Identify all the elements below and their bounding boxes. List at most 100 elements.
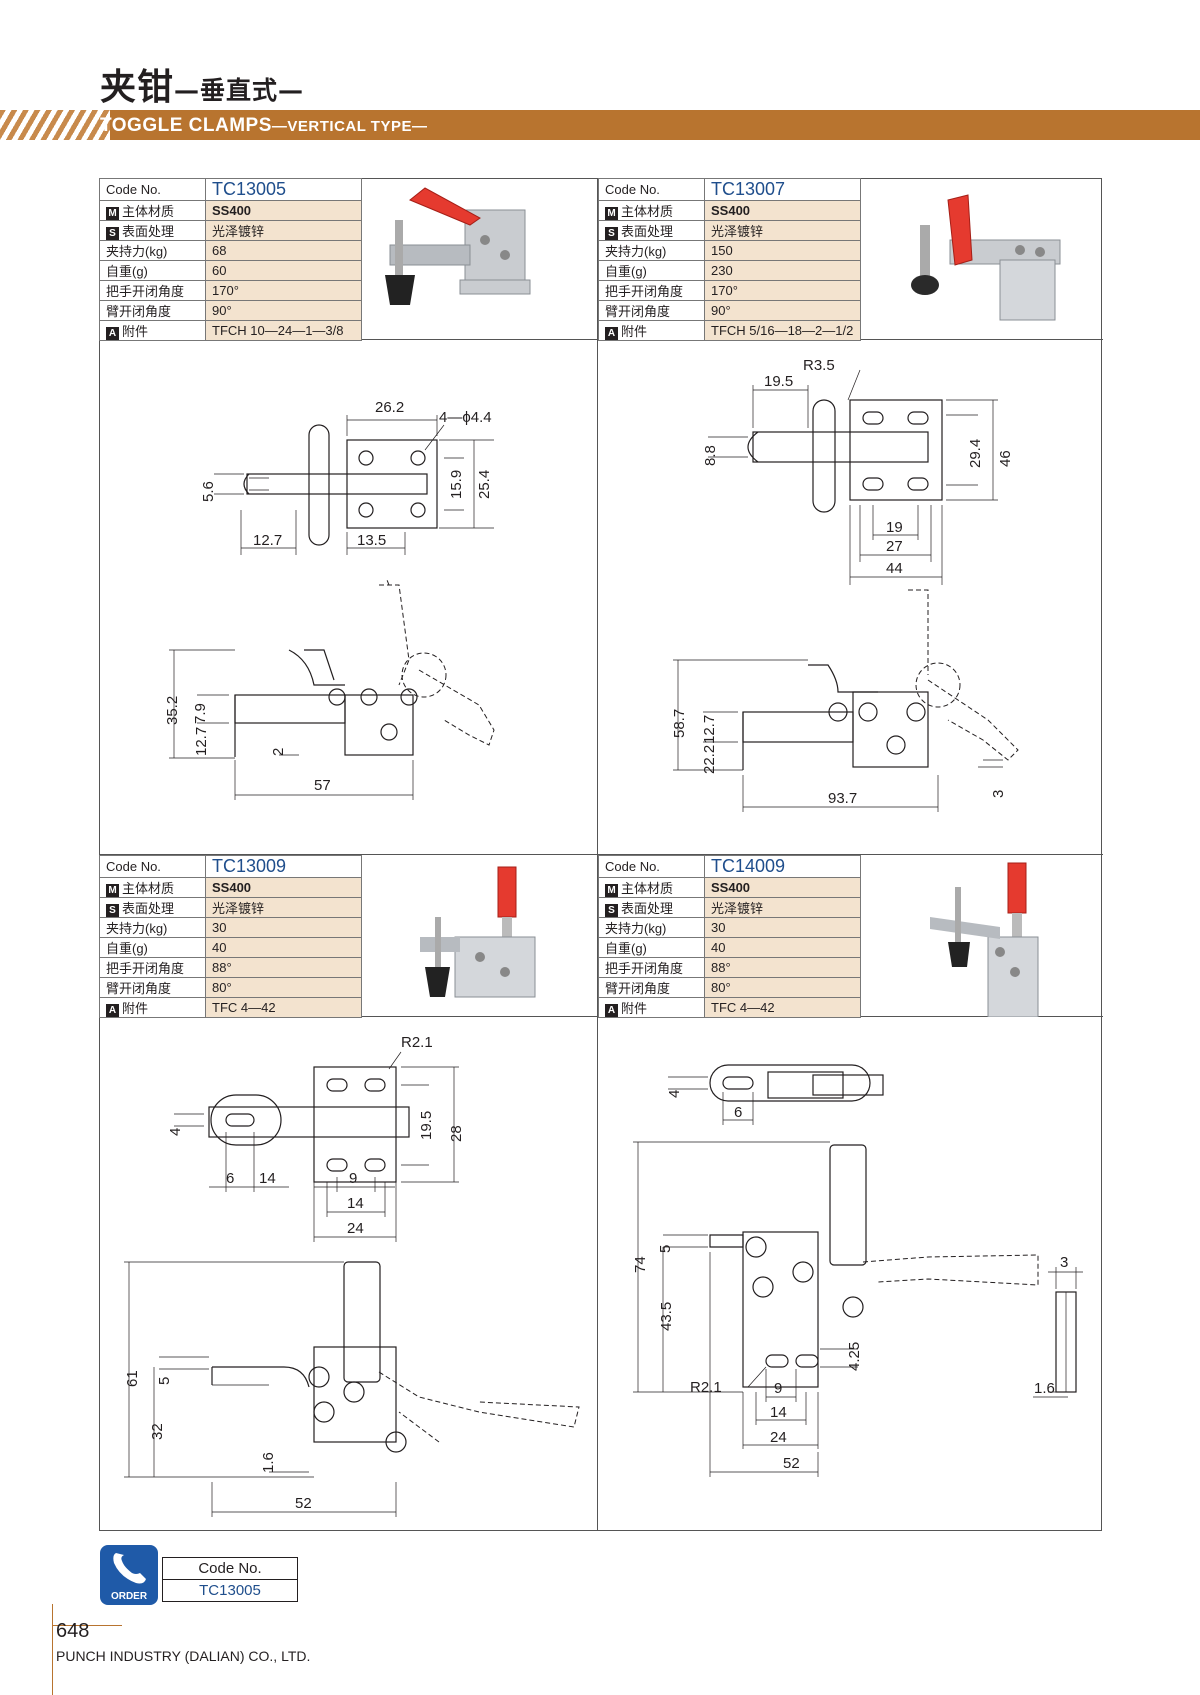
dim-label: 28 xyxy=(448,1125,465,1142)
dim-label: 58.7 xyxy=(671,709,688,738)
spec-value: 光泽镀锌 xyxy=(704,220,861,241)
spec-label: 把手开闭角度 xyxy=(99,280,206,301)
dim-label: 43.5 xyxy=(658,1302,675,1331)
dim-label: 3 xyxy=(1060,1254,1068,1271)
header-bar xyxy=(0,110,1200,140)
spec-label: 夹持力(kg) xyxy=(99,917,206,938)
spec-value: 150 xyxy=(704,240,861,261)
product-photo-tc13009 xyxy=(420,866,536,998)
surface-badge: S xyxy=(106,904,119,917)
product-photo-tc13007 xyxy=(911,194,1061,321)
dim-label: R2.1 xyxy=(690,1379,722,1396)
accessory-badge: A xyxy=(605,1004,618,1017)
dim-label: 52 xyxy=(295,1495,312,1512)
spec-value: 170° xyxy=(704,280,861,301)
dim-label: 4.25 xyxy=(846,1342,863,1371)
dim-label: 14 xyxy=(347,1195,364,1212)
spec-code: TC13005 xyxy=(205,178,362,201)
spec-label: 臂开闭角度 xyxy=(99,300,206,321)
spec-code: TC13009 xyxy=(205,855,362,878)
row-sep-2 xyxy=(99,854,1103,855)
spec-label: Code No. xyxy=(598,178,705,201)
spec-label: 臂开闭角度 xyxy=(99,977,206,998)
spec-label: 表面处理 xyxy=(621,224,674,239)
spec-label: 主体材质 xyxy=(621,881,674,896)
spec-value: 30 xyxy=(205,917,362,938)
surface-badge: S xyxy=(605,227,618,240)
title-en-sub: —VERTICAL TYPE— xyxy=(271,118,428,135)
dim-label: 15.9 xyxy=(448,470,465,499)
spec-label: 附件 xyxy=(122,324,149,339)
surface-badge: S xyxy=(106,227,119,240)
dim-label: 9 xyxy=(349,1170,357,1187)
spec-value: SS400 xyxy=(205,200,362,221)
dim-label: R2.1 xyxy=(401,1034,433,1051)
spec-label: 自重(g) xyxy=(99,937,206,958)
spec-label: 表面处理 xyxy=(122,224,175,239)
dim-label: 14 xyxy=(259,1170,276,1187)
material-badge: M xyxy=(605,884,618,897)
dim-label: 57 xyxy=(314,777,331,794)
spec-label: 表面处理 xyxy=(122,901,175,916)
dim-label: 12.7 xyxy=(253,532,282,549)
material-badge: M xyxy=(106,207,119,220)
spec-value: SS400 xyxy=(205,877,362,898)
accessory-badge: A xyxy=(106,1004,119,1017)
spec-value: 80° xyxy=(704,977,861,998)
dim-label: 35.2 xyxy=(164,696,181,725)
dim-label: 74 xyxy=(632,1256,649,1273)
title-en-main: TOGGLE CLAMPS xyxy=(100,115,272,136)
dim-label: 7.9 xyxy=(192,703,209,724)
surface-badge: S xyxy=(605,904,618,917)
dim-label: 27 xyxy=(886,538,903,555)
spec-value: 170° xyxy=(205,280,362,301)
accessory-badge: A xyxy=(605,327,618,340)
spec-value: TFCH 10—24—1—3/8 xyxy=(205,320,362,341)
drawing-tc13009: R2.1 4 19.5 28 6 14 9 14 24 61 5 32 1.6 … xyxy=(124,1034,580,1517)
dim-label: 8.8 xyxy=(702,445,719,466)
spec-value: 80° xyxy=(205,977,362,998)
order-header: Code No. xyxy=(162,1557,298,1580)
spec-label: 自重(g) xyxy=(99,260,206,281)
dim-label: 6 xyxy=(226,1170,234,1187)
spec-label: 附件 xyxy=(122,1001,149,1016)
spec-label: 夹持力(kg) xyxy=(598,917,705,938)
product-photo-tc14009 xyxy=(930,862,1039,1017)
dim-label: 9 xyxy=(774,1380,782,1397)
spec-label: 主体材质 xyxy=(122,881,175,896)
spec-label: 把手开闭角度 xyxy=(598,280,705,301)
spec-value: 230 xyxy=(704,260,861,281)
spec-label: 夹持力(kg) xyxy=(99,240,206,261)
spec-label: Code No. xyxy=(99,178,206,201)
header-band xyxy=(70,110,1200,140)
dim-label: 5.6 xyxy=(200,481,217,502)
spec-label: 自重(g) xyxy=(598,260,705,281)
spec-value: 68 xyxy=(205,240,362,261)
dim-label: 2 xyxy=(270,748,287,756)
spec-value: 40 xyxy=(205,937,362,958)
spec-value: 30 xyxy=(704,917,861,938)
accessory-badge: A xyxy=(106,327,119,340)
dim-label: 24 xyxy=(347,1220,364,1237)
spec-value: TFC 4—42 xyxy=(205,997,362,1018)
page-number: 648 xyxy=(56,1620,90,1642)
spec-label: 表面处理 xyxy=(621,901,674,916)
dim-label: 32 xyxy=(149,1423,166,1440)
dim-label: 25.4 xyxy=(476,470,493,499)
spec-label: 把手开闭角度 xyxy=(598,957,705,978)
dim-label: 26.2 xyxy=(375,399,404,416)
company-name: PUNCH INDUSTRY (DALIAN) CO., LTD. xyxy=(56,1648,311,1664)
spec-label: 自重(g) xyxy=(598,937,705,958)
footer-line-vertical xyxy=(52,1604,53,1695)
spec-value: 60 xyxy=(205,260,362,281)
spec-code: TC14009 xyxy=(704,855,861,878)
spec-label: 主体材质 xyxy=(122,204,175,219)
header-stripes xyxy=(0,110,110,140)
order-phone-icon[interactable]: ORDER xyxy=(100,1545,158,1605)
dim-label: 29.4 xyxy=(967,439,984,468)
spec-value: SS400 xyxy=(704,877,861,898)
dim-label: 1.6 xyxy=(1034,1380,1055,1397)
title-cn-main: 夹钳 xyxy=(100,67,175,108)
spec-value: TFCH 5/16—18—2—1/2 xyxy=(704,320,861,341)
